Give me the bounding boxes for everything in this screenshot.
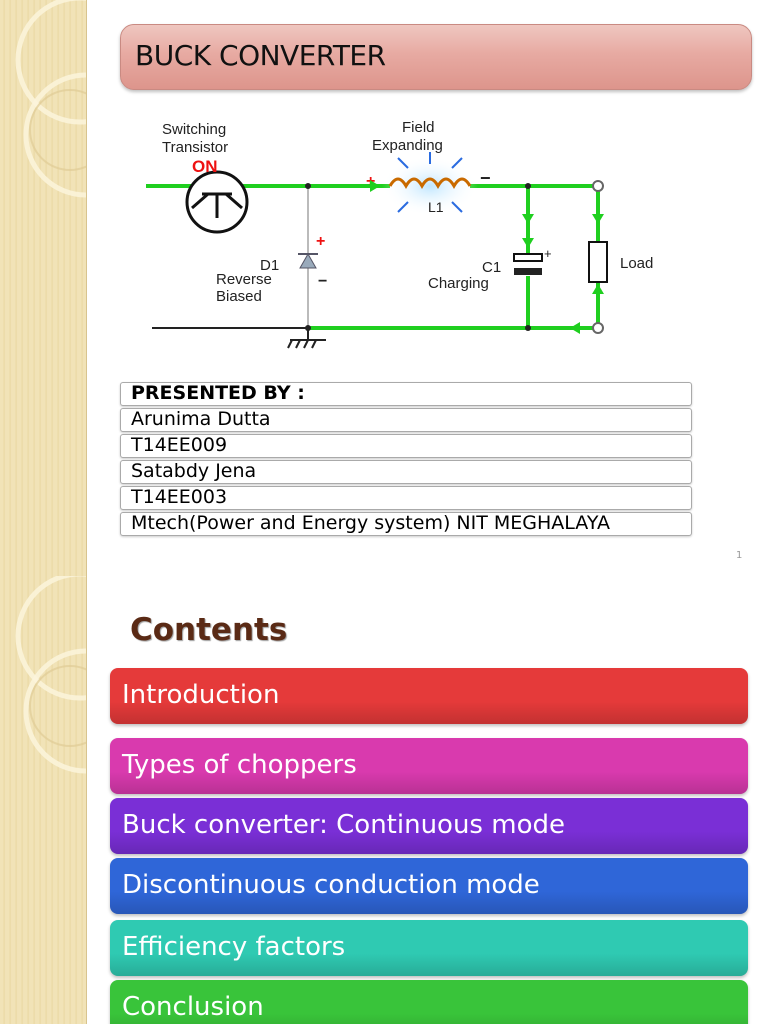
contents-item-label: Buck converter: Continuous mode <box>122 810 565 840</box>
svg-text:L1: L1 <box>428 199 444 215</box>
contents-item-introduction: Introduction <box>110 668 748 724</box>
presenter-row: Arunima Dutta <box>120 408 692 432</box>
svg-text:C1: C1 <box>482 259 501 276</box>
svg-text:Switching: Switching <box>162 121 226 138</box>
presenters-table: PRESENTED BY : Arunima Dutta T14EE009 Sa… <box>120 382 692 538</box>
slide-contents: Contents Introduction Types of choppers … <box>0 576 768 1024</box>
svg-text:−: − <box>480 168 491 188</box>
svg-text:Biased: Biased <box>216 288 262 305</box>
decorative-side-strip <box>0 0 87 576</box>
contents-item-label: Efficiency factors <box>122 932 346 962</box>
contents-item-discontinuous-mode: Discontinuous conduction mode <box>110 858 748 914</box>
svg-text:Reverse: Reverse <box>216 271 272 288</box>
svg-text:+: + <box>316 233 325 250</box>
contents-item-label: Discontinuous conduction mode <box>122 870 540 900</box>
contents-item-efficiency-factors: Efficiency factors <box>110 920 748 976</box>
contents-item-label: Types of choppers <box>122 750 357 780</box>
decorative-side-strip <box>0 576 87 1024</box>
svg-text:−: − <box>318 273 327 290</box>
svg-text:Expanding: Expanding <box>372 137 443 154</box>
presenter-row: Mtech(Power and Energy system) NIT MEGHA… <box>120 512 692 536</box>
presenters-heading: PRESENTED BY : <box>120 382 692 406</box>
svg-text:+: + <box>544 246 552 261</box>
slide-buck-converter: BUCK CONVERTER Switching <box>0 0 752 576</box>
svg-text:Charging: Charging <box>428 275 489 292</box>
svg-text:Transistor: Transistor <box>162 139 228 156</box>
page-number: 1 <box>736 550 743 561</box>
slide-title: BUCK CONVERTER <box>135 39 386 72</box>
presenter-row: T14EE009 <box>120 434 692 458</box>
buck-converter-circuit-diagram: Switching Transistor ON Field Expanding … <box>146 119 653 349</box>
contents-item-continuous-mode: Buck converter: Continuous mode <box>110 798 748 854</box>
presenter-row: Satabdy Jena <box>120 460 692 484</box>
title-box: BUCK CONVERTER <box>120 24 752 90</box>
svg-text:Load: Load <box>620 255 653 272</box>
svg-text:ON: ON <box>192 157 218 176</box>
contents-item-types-of-choppers: Types of choppers <box>110 738 748 794</box>
svg-text:Field: Field <box>402 119 435 136</box>
contents-item-conclusion: Conclusion <box>110 980 748 1024</box>
contents-item-label: Conclusion <box>122 992 264 1022</box>
svg-text:D1: D1 <box>260 257 279 274</box>
presenter-row: T14EE003 <box>120 486 692 510</box>
contents-title: Contents <box>130 612 288 648</box>
contents-item-label: Introduction <box>122 680 280 710</box>
